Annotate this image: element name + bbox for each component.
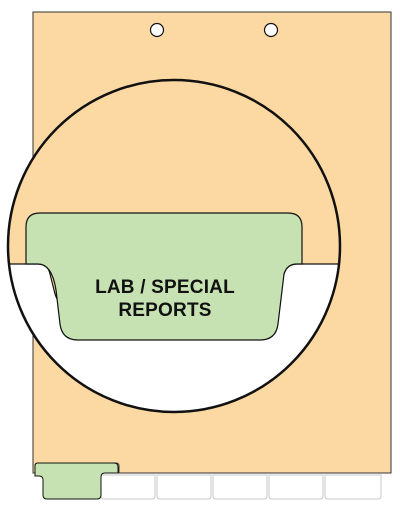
tab-slot-3 [212,474,268,500]
punch-hole-right [263,22,279,38]
magnifier-lens [6,78,342,414]
tab-slot-1 [100,474,156,500]
tab-slot-2 [156,474,212,500]
tab-label: LAB / SPECIAL REPORTS [60,276,270,322]
tab-label-line-1: LAB / SPECIAL [95,277,235,298]
bottom-tab-slots [100,474,382,500]
tab-label-line-2: REPORTS [118,300,212,321]
tab-slot-5 [324,474,382,500]
bottom-green-tab [34,462,119,500]
tab-slot-4 [268,474,324,500]
punch-hole-left [149,22,165,38]
magnified-green-tab [25,212,303,341]
